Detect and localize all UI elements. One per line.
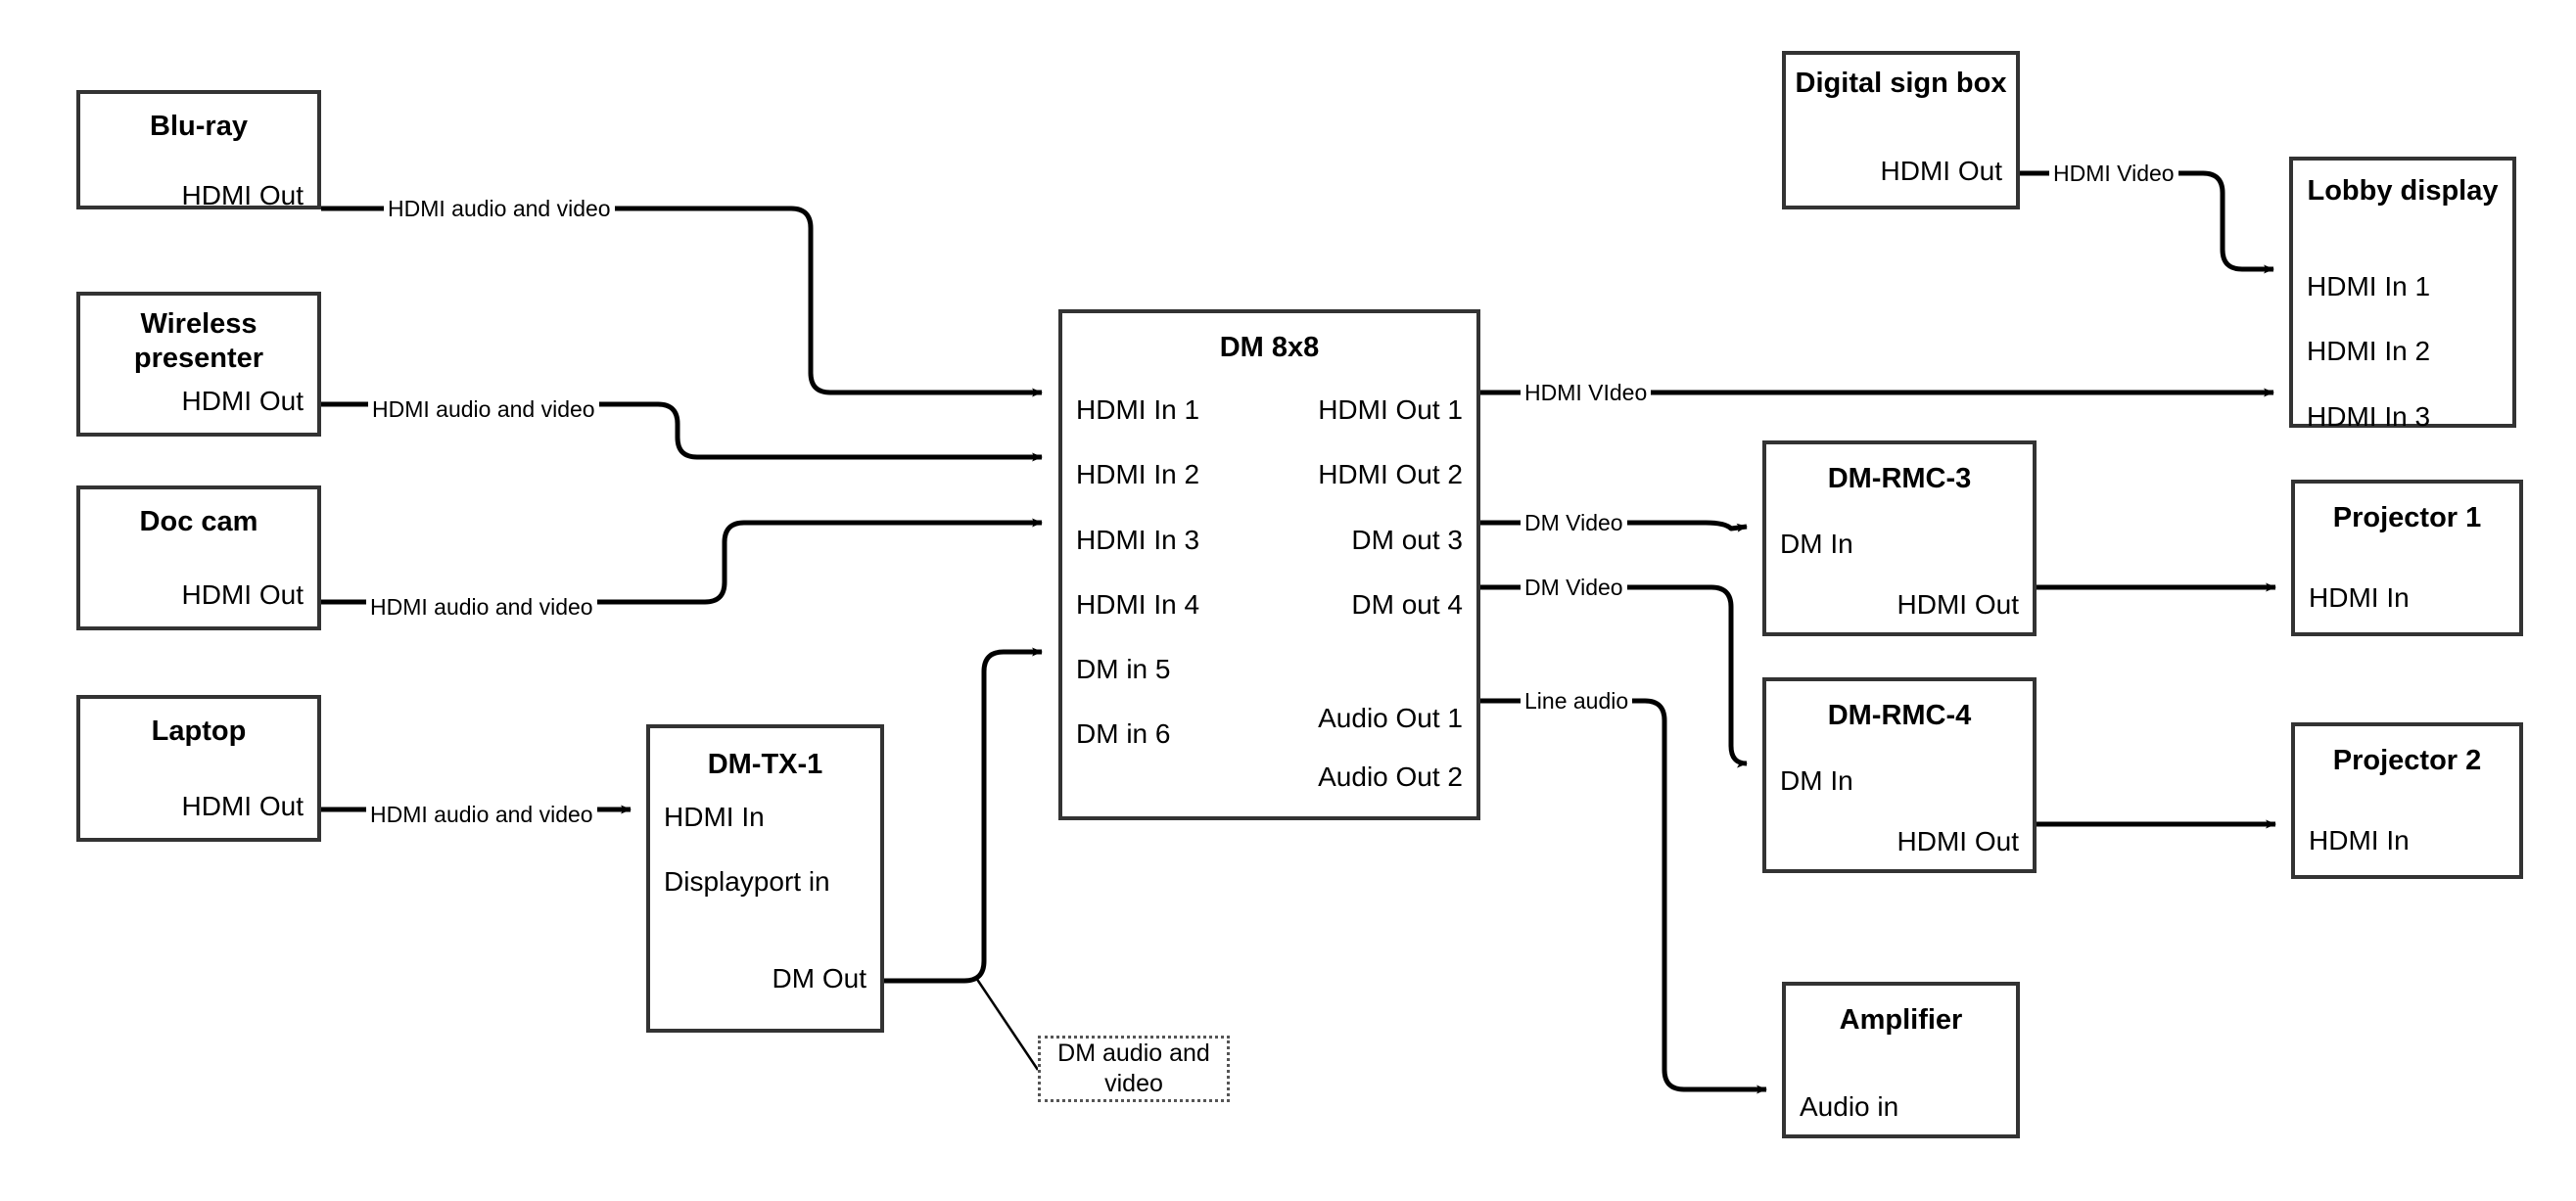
device-title-projector-2: Projector 2 — [2332, 745, 2482, 776]
port-dm-8x8-audio-out-2[interactable]: Audio Out 2 — [1318, 762, 1463, 792]
connection-dmtx1-to-dm8x8 — [884, 647, 1043, 984]
connection-dm8x8-to-amplifier — [1480, 698, 1767, 1094]
device-box-projector-1[interactable]: Projector 1 HDMI In — [2291, 480, 2523, 636]
port-lobby-display-hdmi-in-3[interactable]: HDMI In 3 — [2307, 401, 2431, 432]
port-digital-sign-box-hdmi-out[interactable]: HDMI Out — [1880, 156, 2002, 186]
wire-label-wireless-to-dm8x8: HDMI audio and video — [368, 398, 599, 421]
port-dm-8x8-dm-in-6[interactable]: DM in 6 — [1076, 718, 1171, 749]
port-dm-tx-1-displayport-in[interactable]: Displayport in — [664, 866, 830, 897]
port-dm-8x8-hdmi-in-2[interactable]: HDMI In 2 — [1076, 459, 1200, 489]
port-projector-2-hdmi-in[interactable]: HDMI In — [2309, 825, 2410, 855]
port-dm-8x8-dm-out-4[interactable]: DM out 4 — [1351, 589, 1463, 620]
port-dm-8x8-audio-out-1[interactable]: Audio Out 1 — [1318, 703, 1463, 733]
wire-label-digitalsign-to-lobby-hdmi1: HDMI Video — [2049, 162, 2178, 185]
device-title-dm-rmc-3: DM-RMC-3 — [1827, 463, 1972, 494]
device-title-digital-sign-box: Digital sign box — [1795, 68, 2007, 99]
port-dm-rmc-3-dm-in[interactable]: DM In — [1780, 529, 1853, 559]
port-laptop-hdmi-out[interactable]: HDMI Out — [181, 791, 304, 821]
port-lobby-display-hdmi-in-2[interactable]: HDMI In 2 — [2307, 336, 2431, 366]
device-title-lobby-display: Lobby display — [2307, 175, 2499, 207]
port-lobby-display-hdmi-in-1[interactable]: HDMI In 1 — [2307, 271, 2431, 301]
port-dm-rmc-3-hdmi-out[interactable]: HDMI Out — [1897, 589, 2019, 620]
wire-label-laptop-to-dmtx1: HDMI audio and video — [366, 804, 597, 826]
device-title-laptop: Laptop — [151, 716, 247, 747]
port-dm-rmc-4-dm-in[interactable]: DM In — [1780, 765, 1853, 796]
callout-leader-dm-audio-and-video — [974, 977, 1040, 1071]
wire-label-dm8x8-to-dmrmc3: DM Video — [1521, 512, 1627, 534]
device-title-blu-ray: Blu-ray — [150, 111, 248, 142]
device-title-dm-tx-1: DM-TX-1 — [707, 749, 823, 780]
wire-label-dm8x8-to-amplifier: Line audio — [1521, 690, 1633, 713]
port-doc-cam-hdmi-out[interactable]: HDMI Out — [181, 579, 304, 610]
port-blu-ray-hdmi-out[interactable]: HDMI Out — [181, 180, 304, 210]
device-box-dm-rmc-3[interactable]: DM-RMC-3 DM In HDMI Out — [1762, 440, 2037, 636]
port-dm-rmc-4-hdmi-out[interactable]: HDMI Out — [1897, 826, 2019, 856]
port-amplifier-audio-in[interactable]: Audio in — [1800, 1091, 1899, 1122]
port-projector-1-hdmi-in[interactable]: HDMI In — [2309, 582, 2410, 613]
port-dm-8x8-hdmi-in-1[interactable]: HDMI In 1 — [1076, 394, 1200, 425]
port-dm-8x8-dm-out-3[interactable]: DM out 3 — [1351, 525, 1463, 555]
port-dm-8x8-hdmi-out-1[interactable]: HDMI Out 1 — [1318, 394, 1463, 425]
device-title-projector-1: Projector 1 — [2332, 502, 2482, 533]
connection-digitalsign-to-lobby-hdmi1 — [2020, 170, 2274, 274]
callout-dm-audio-and-video: DM audio and video — [1038, 1036, 1230, 1102]
device-box-dm-rmc-4[interactable]: DM-RMC-4 DM In HDMI Out — [1762, 677, 2037, 873]
port-dm-tx-1-hdmi-in[interactable]: HDMI In — [664, 802, 765, 832]
wire-label-dm8x8-to-lobby-hdmi3: HDMI VIdeo — [1521, 382, 1652, 404]
port-dm-8x8-hdmi-in-3[interactable]: HDMI In 3 — [1076, 525, 1200, 555]
device-box-projector-2[interactable]: Projector 2 HDMI In — [2291, 722, 2523, 879]
port-dm-8x8-dm-in-5[interactable]: DM in 5 — [1076, 654, 1171, 684]
wire-label-bluray-to-dm8x8: HDMI audio and video — [384, 198, 615, 220]
wire-label-doccam-to-dm8x8: HDMI audio and video — [366, 596, 597, 619]
device-title-amplifier: Amplifier — [1839, 1004, 1963, 1036]
connection-bluray-to-dm8x8 — [321, 206, 1043, 397]
port-dm-8x8-hdmi-out-2[interactable]: HDMI Out 2 — [1318, 459, 1463, 489]
wire-label-dm8x8-to-dmrmc4: DM Video — [1521, 577, 1627, 599]
port-dm-8x8-hdmi-in-4[interactable]: HDMI In 4 — [1076, 589, 1200, 620]
connection-dm8x8-to-dmrmc4 — [1480, 584, 1748, 768]
connection-doccam-to-dm8x8 — [321, 518, 1043, 605]
device-title-doc-cam: Doc cam — [139, 506, 258, 537]
port-wireless-presenter-hdmi-out[interactable]: HDMI Out — [181, 386, 304, 416]
port-dm-tx-1-dm-out[interactable]: DM Out — [772, 963, 866, 993]
device-title-dm-8x8: DM 8x8 — [1219, 332, 1320, 363]
device-title-wireless-presenter: Wireless presenter — [133, 308, 264, 375]
device-title-dm-rmc-4: DM-RMC-4 — [1827, 700, 1972, 731]
